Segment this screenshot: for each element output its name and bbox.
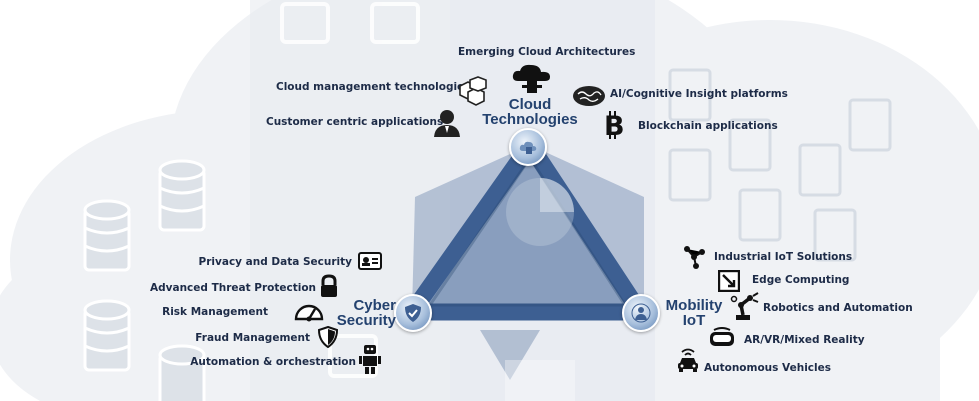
mobility-item-label: Industrial IoT Solutions: [714, 251, 853, 263]
shield-check-icon: [405, 304, 421, 322]
cyber-item-label: Privacy and Data Security: [198, 256, 352, 268]
mobility-title-line1: Mobility: [665, 297, 723, 314]
cloud-item-label: Customer centric applications: [266, 116, 444, 128]
cyber-title-line2: Security: [336, 312, 396, 329]
mobility-item-label: Autonomous Vehicles: [704, 362, 831, 374]
cloud-item-label: Emerging Cloud Architectures: [458, 46, 636, 58]
id-card-icon: [358, 252, 382, 270]
cloud-server-icon: [512, 64, 550, 93]
gauge-icon: [294, 304, 324, 322]
report-icon-background: [668, 68, 892, 262]
cyber-item-label: Automation & orchestration: [190, 356, 356, 368]
cloud-item-label: Cloud management technologies: [276, 81, 471, 93]
cloud-title-line2: Technologies: [482, 111, 578, 128]
padlock-icon: [321, 274, 337, 297]
cubes-icon: [459, 76, 487, 106]
mobility-item-label: Edge Computing: [752, 274, 850, 286]
cloud-technologies-title: Cloud Technologies: [482, 97, 578, 127]
mobility-item-label: AR/VR/Mixed Reality: [744, 334, 865, 346]
cloud-item-label: Blockchain applications: [638, 120, 778, 132]
triangle-graphic: [403, 136, 649, 401]
shield-icon: [317, 326, 339, 348]
database-icon-background: [83, 159, 206, 401]
vr-headset-icon: [710, 327, 734, 346]
chip-icon-background: [280, 2, 420, 378]
user-icon: [434, 110, 460, 137]
cloud-database-icon: [519, 141, 537, 154]
robot-icon: [359, 345, 381, 374]
cyber-item-label: Advanced Threat Protection: [150, 282, 317, 294]
mobility-title-line2: IoT: [682, 312, 706, 329]
cloud-title-line1: Cloud: [508, 96, 552, 113]
brain-icon: [573, 86, 605, 106]
cyber-item-label: Fraud Management: [195, 332, 310, 344]
mobility-iot-node: [622, 294, 660, 332]
robot-arm-icon: [730, 292, 759, 320]
mobility-iot-title: Mobility IoT: [664, 298, 724, 328]
cyber-security-title: Cyber Security: [330, 298, 396, 328]
person-network-icon: [631, 303, 651, 323]
svg-text:B: B: [604, 111, 625, 140]
self-driving-car-icon: [678, 348, 698, 372]
edge-box-icon: [718, 270, 740, 292]
cyber-security-node: [394, 294, 432, 332]
network-nodes-icon: [684, 246, 705, 269]
cloud-technologies-node: [509, 128, 547, 166]
bitcoin-icon: B: [604, 111, 625, 140]
mobility-item-label: Robotics and Automation: [763, 302, 913, 314]
cloud-item-label: AI/Cognitive Insight platforms: [610, 88, 788, 100]
cyber-title-line1: Cyber: [353, 297, 396, 314]
cyber-item-label: Risk Management: [162, 306, 268, 318]
